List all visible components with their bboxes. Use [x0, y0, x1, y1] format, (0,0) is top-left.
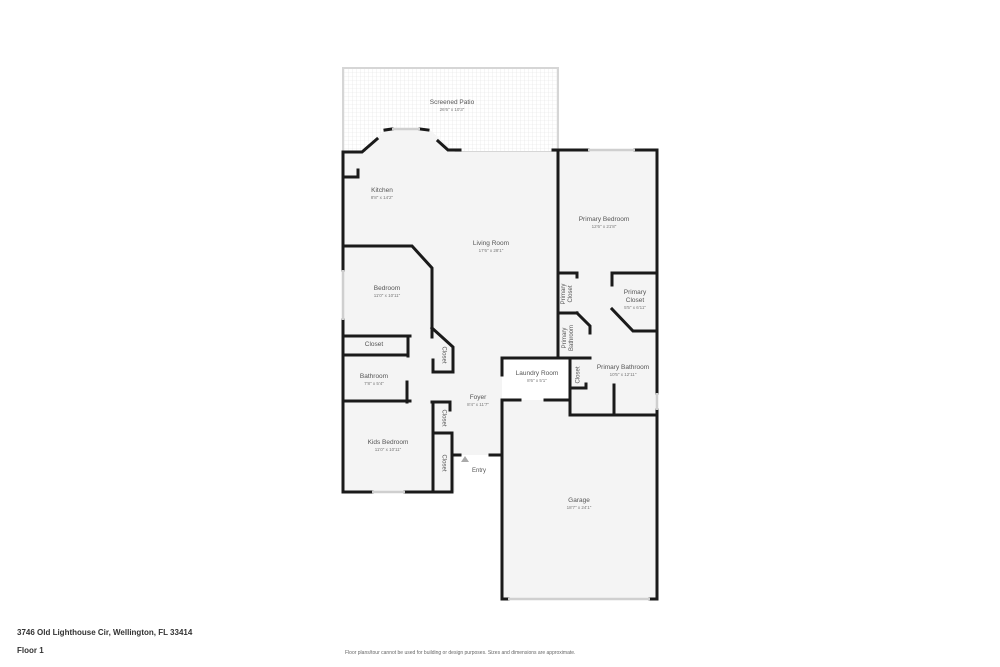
- label-line1: Primary: [562, 327, 568, 349]
- closet-label-bedroom: Closet: [440, 346, 447, 364]
- property-address: 3746 Old Lighthouse Cir, Wellington, FL …: [17, 628, 193, 637]
- interior-floor: [343, 130, 657, 599]
- disclaimer-text: Floor plans/tour cannot be used for buil…: [345, 650, 576, 656]
- entry-arrow-icon: [461, 456, 469, 462]
- floor-label: Floor 1: [17, 646, 44, 655]
- label-line1: Primary: [561, 283, 567, 305]
- entry-label: Entry: [471, 468, 487, 474]
- label-primary-bathroom-small: Primary Bathroom: [562, 325, 576, 351]
- walls: [341, 127, 659, 601]
- closet-label-primary-bath: Closet: [575, 366, 582, 384]
- closet-label-primary-small: Primary Closet: [561, 284, 575, 305]
- closet-label-foyer-lower: Closet: [440, 454, 447, 472]
- label-line2: Bathroom: [569, 324, 575, 352]
- windows: [341, 127, 659, 601]
- closet-label-foyer-upper: Closet: [440, 409, 447, 427]
- label-line2: Closet: [568, 285, 574, 303]
